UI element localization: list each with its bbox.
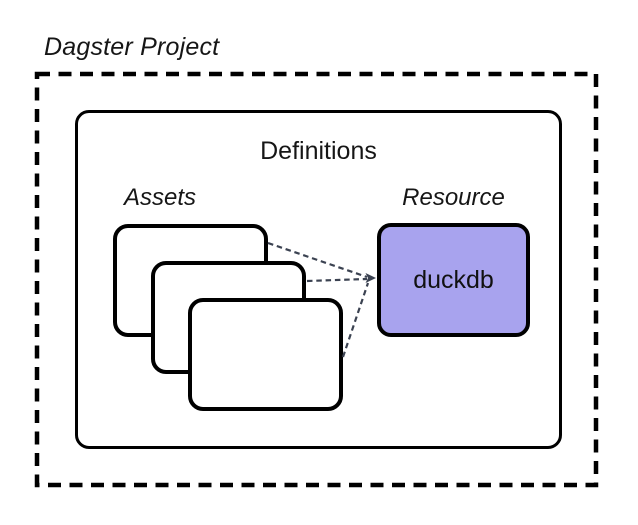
resource-label: Resource [402, 184, 505, 211]
asset-card [188, 298, 343, 411]
resource-box-duckdb: duckdb [377, 223, 530, 337]
definitions-label: Definitions [260, 137, 377, 165]
assets-label: Assets [124, 184, 197, 211]
resource-name: duckdb [413, 265, 494, 294]
diagram-title: Dagster Project [44, 33, 220, 61]
